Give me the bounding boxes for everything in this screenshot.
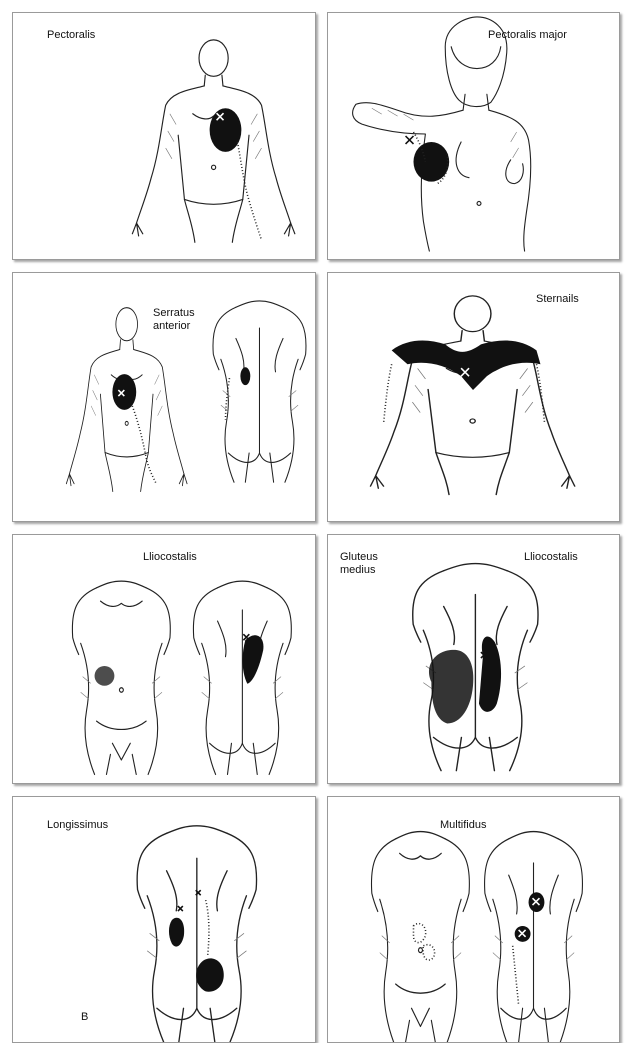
panel-label: Longissimus: [47, 819, 108, 832]
figure-letter: B: [81, 1011, 88, 1023]
panel-label: Lliocostalis: [143, 551, 197, 564]
referral-pain-trail: [206, 900, 209, 956]
panel-label: Lliocostalis: [524, 551, 578, 564]
trigger-point-x-icon: [406, 136, 414, 144]
pectoralis-figure: [13, 13, 315, 259]
referral-pain-area: [95, 666, 115, 686]
referral-pain-trail: [513, 946, 519, 1006]
panel-label: Multifidus: [440, 819, 486, 832]
iliocostalis-figure: [13, 535, 315, 783]
trigger-point-x-icon: [178, 906, 183, 911]
referral-pain-area: [210, 108, 242, 152]
sternalis-figure: [328, 273, 619, 521]
panel-label: Sternails: [536, 293, 579, 306]
referral-pain-trail: [237, 142, 261, 239]
referral-pain-area: [240, 367, 250, 385]
multifidus-figure: [328, 797, 619, 1042]
panel-gluteus-iliocostalis: Gluteus medius Lliocostalis: [327, 534, 620, 784]
referral-pain-trail: [413, 924, 425, 943]
panel-serratus-anterior: Serratus anterior: [12, 272, 316, 522]
referral-pain-area: [429, 650, 473, 724]
panel-iliocostalis: Lliocostalis: [12, 534, 316, 784]
longissimus-figure: [13, 797, 315, 1042]
referral-pain-area: [479, 636, 501, 711]
panel-pectoralis: Pectoralis: [12, 12, 316, 260]
referral-pain-area: [196, 958, 224, 991]
referral-pain-trail: [423, 945, 435, 960]
referral-pain-area: [392, 341, 541, 391]
panel-longissimus: Longissimus B: [12, 796, 316, 1043]
panel-label: Pectoralis major: [488, 29, 567, 42]
panel-label: Gluteus medius: [340, 551, 378, 577]
referral-pain-area: [169, 918, 184, 947]
referral-pain-area: [112, 374, 136, 410]
referral-pain-area: [243, 635, 264, 684]
panel-label: Serratus anterior: [153, 307, 195, 333]
pectoralis-major-figure: [328, 13, 619, 259]
panel-sternalis: Sternails: [327, 272, 620, 522]
panel-pectoralis-major: Pectoralis major: [327, 12, 620, 260]
panel-multifidus: Multifidus: [327, 796, 620, 1043]
panel-label: Pectoralis: [47, 29, 95, 42]
